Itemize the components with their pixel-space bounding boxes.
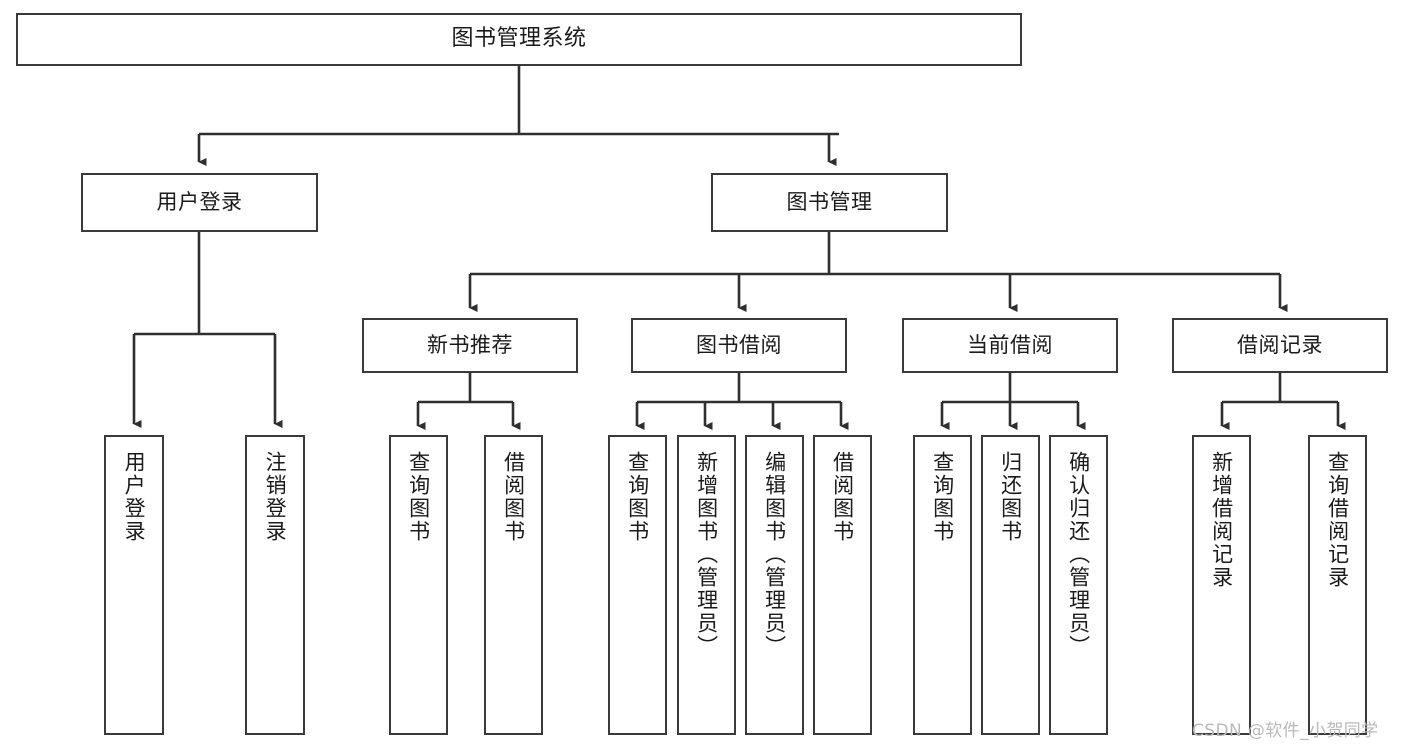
node-leaf-add-book[interactable]: 新增图书（管理员）	[677, 435, 736, 735]
node-borrow-record-label: 借阅记录	[1237, 332, 1323, 357]
node-book-borrow-label: 图书借阅	[696, 332, 782, 357]
node-book-management[interactable]: 图书管理	[711, 173, 948, 232]
node-leaf-confirm-return[interactable]: 确认归还（管理员）	[1049, 435, 1108, 735]
node-leaf-query-book-3-label: 查询图书	[930, 451, 955, 543]
node-leaf-borrow-book-1-label: 借阅图书	[501, 451, 526, 543]
node-leaf-add-record-label: 新增借阅记录	[1209, 451, 1234, 589]
node-leaf-add-book-label: 新增图书（管理员）	[694, 451, 719, 658]
csdn-watermark: CSDN @软件_小贺同学	[1192, 721, 1379, 741]
node-new-book-recommend[interactable]: 新书推荐	[362, 318, 578, 373]
node-leaf-return-book[interactable]: 归还图书	[981, 435, 1040, 735]
node-current-borrow-label: 当前借阅	[967, 332, 1053, 357]
node-leaf-borrow-book-2-label: 借阅图书	[830, 451, 855, 543]
node-borrow-record[interactable]: 借阅记录	[1172, 318, 1388, 373]
node-leaf-query-book-1-label: 查询图书	[406, 451, 431, 543]
node-root[interactable]: 图书管理系统	[16, 13, 1022, 66]
node-leaf-query-record[interactable]: 查询借阅记录	[1308, 435, 1367, 735]
node-leaf-add-record[interactable]: 新增借阅记录	[1192, 435, 1251, 735]
node-leaf-query-record-label: 查询借阅记录	[1325, 451, 1350, 589]
node-leaf-user-login-label: 用户登录	[122, 451, 147, 543]
node-leaf-query-book-2[interactable]: 查询图书	[608, 435, 667, 735]
node-current-borrow[interactable]: 当前借阅	[902, 318, 1118, 373]
node-leaf-query-book-1[interactable]: 查询图书	[389, 435, 448, 735]
node-leaf-confirm-return-label: 确认归还（管理员）	[1066, 451, 1091, 658]
node-book-management-label: 图书管理	[786, 189, 873, 214]
node-book-borrow[interactable]: 图书借阅	[631, 318, 847, 373]
node-leaf-query-book-2-label: 查询图书	[625, 451, 650, 543]
node-root-label: 图书管理系统	[451, 26, 587, 52]
node-leaf-borrow-book-1[interactable]: 借阅图书	[484, 435, 543, 735]
node-leaf-query-book-3[interactable]: 查询图书	[913, 435, 972, 735]
node-leaf-logout-login-label: 注销登录	[263, 451, 288, 543]
node-user-login[interactable]: 用户登录	[81, 173, 318, 232]
node-leaf-logout-login[interactable]: 注销登录	[245, 435, 305, 735]
node-new-book-recommend-label: 新书推荐	[427, 332, 513, 357]
node-leaf-edit-book[interactable]: 编辑图书（管理员）	[745, 435, 804, 735]
node-user-login-label: 用户登录	[156, 189, 243, 214]
node-leaf-user-login[interactable]: 用户登录	[104, 435, 164, 735]
node-leaf-return-book-label: 归还图书	[998, 451, 1023, 543]
node-leaf-borrow-book-2[interactable]: 借阅图书	[813, 435, 872, 735]
node-leaf-edit-book-label: 编辑图书（管理员）	[762, 451, 787, 658]
